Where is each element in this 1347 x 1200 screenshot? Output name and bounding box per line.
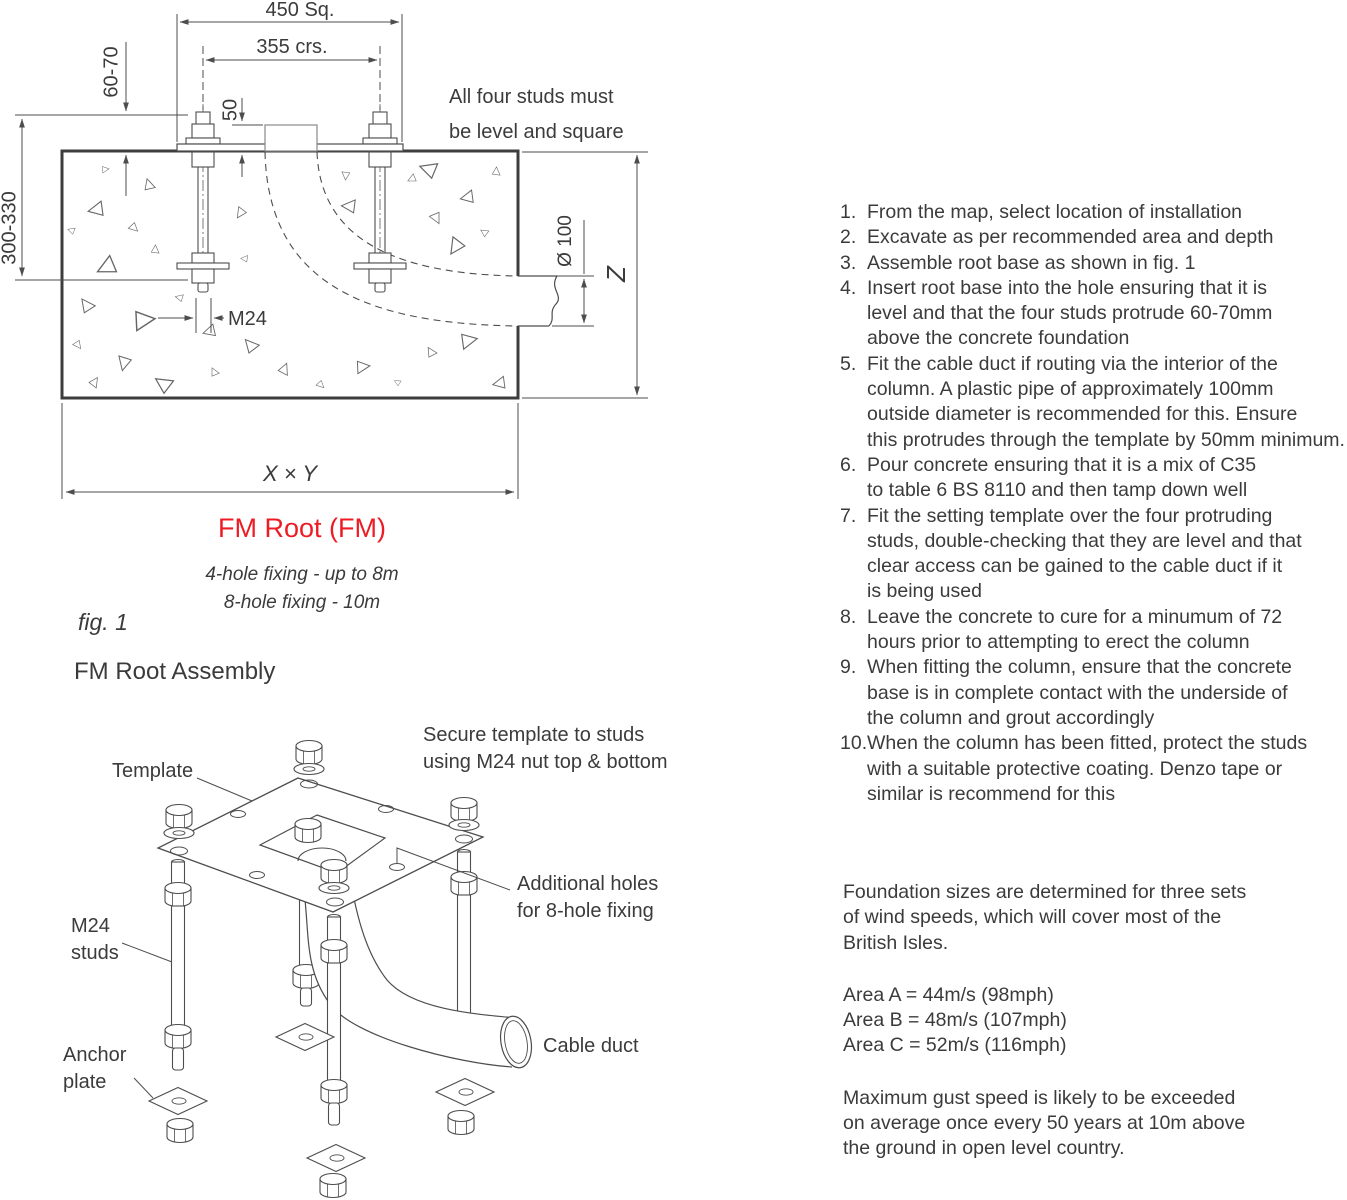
subtitle-line2: 8-hole fixing - 10m (223, 592, 381, 613)
instruction-text: Pour concrete ensuring that it is a mix … (867, 453, 1257, 502)
instruction-item: 1. From the map, select location of insta… (840, 200, 1347, 225)
gust-speed-paragraph: Maximum gust speed is likely to be excee… (843, 1086, 1246, 1160)
label-additional-holes: Additional holes for 8-hole fixing (517, 873, 659, 922)
dim-355-label: 355 crs. (256, 36, 327, 58)
duct-exit-section (518, 275, 560, 327)
figure1-drawing: 450 Sq. 355 crs. 60-70 50 300-330 M24 Ø … (0, 0, 648, 499)
stud-right (450, 848, 478, 1021)
stud-left (164, 858, 192, 1071)
instruction-text: Assemble root base as shown in fig. 1 (867, 251, 1196, 274)
duct-stub-section (264, 124, 318, 152)
instruction-text: When the column has been fitted, protect… (867, 732, 1308, 805)
dim-6070-label: 60-70 (100, 46, 122, 97)
instruction-item: 5. Fit the cable duct if routing via the … (840, 352, 1347, 453)
wind-info: Foundation sizes are determined for thre… (843, 880, 1323, 1162)
dim-xy-label: X × Y (262, 461, 318, 486)
instruction-number: 10. (840, 732, 868, 755)
dimension-lines (15, 14, 648, 499)
leader-lines (121, 777, 511, 1099)
label-secure-template: Secure template to studs using M24 nut t… (423, 724, 668, 773)
instruction-number: 9. (840, 656, 857, 679)
dim-300330-label: 300-330 (0, 191, 20, 264)
instruction-number: 1. (840, 201, 857, 223)
label-cable-duct: Cable duct (543, 1035, 639, 1057)
instruction-text: Excavate as per recommended area and dep… (867, 226, 1274, 249)
assembly-drawing (121, 739, 533, 1199)
dim-dia100-label: Ø 100 (555, 215, 576, 267)
instruction-item: 4. Insert root base into the hole ensurin… (840, 276, 1347, 352)
label-template: Template (112, 760, 194, 782)
instruction-text: Fit the cable duct if routing via the in… (867, 352, 1345, 451)
note-line1: All four studs must (449, 86, 614, 108)
assembly-title: FM Root Assembly (74, 658, 276, 685)
figure1-title: FM Root (FM) (218, 513, 386, 543)
instruction-list: 1. From the map, select location of insta… (840, 200, 1347, 807)
instruction-item: 7. Fit the setting template over the four… (840, 504, 1347, 605)
label-m24-studs: M24 studs (71, 915, 119, 964)
dim-50-label: 50 (219, 99, 241, 121)
level-square-note: All four studs must be level and square (449, 80, 624, 150)
instruction-item: 2. Excavate as per recommended area and d… (840, 225, 1347, 250)
instruction-number: 8. (840, 605, 857, 628)
instruction-item: 8. Leave the concrete to cure for a minum… (840, 605, 1347, 656)
instruction-item: 10.When the column has been fitted, prot… (840, 731, 1347, 807)
instruction-number: 4. (840, 276, 857, 299)
wind-areas: Area A = 44m/s (98mph) Area B = 48m/s (1… (843, 983, 1323, 1059)
dim-m24-label: M24 (228, 308, 267, 330)
area-b: Area B = 48m/s (107mph) (843, 1009, 1067, 1032)
instruction-item: 6. Pour concrete ensuring that it is a mi… (840, 453, 1347, 504)
duct-bend-through-hole (294, 817, 347, 862)
label-anchor-plate: Anchor plate (63, 1044, 127, 1093)
instruction-number: 2. (840, 226, 857, 249)
instruction-item: 3. Assemble root base as shown in fig. 1 (840, 251, 1347, 276)
instruction-text: When fitting the column, ensure that the… (867, 656, 1292, 729)
foundation-sizes-paragraph: Foundation sizes are determined for thre… (843, 881, 1247, 954)
instruction-number: 3. (840, 251, 857, 274)
area-c: Area C = 52m/s (116mph) (843, 1034, 1067, 1057)
instruction-number: 5. (840, 352, 857, 375)
template-plate (156, 777, 485, 913)
figure1-subtitle: 4-hole fixing - up to 8m 8-hole fixing -… (102, 561, 502, 617)
dim-z-label: Z (601, 265, 631, 283)
concrete-foundation-section (60, 149, 520, 400)
instruction-number: 6. (840, 453, 857, 476)
subtitle-line1: 4-hole fixing - up to 8m (205, 564, 399, 585)
instruction-number: 7. (840, 504, 857, 527)
note-line2: be level and square (449, 121, 624, 143)
duct-path-dashed (264, 151, 519, 327)
instruction-text: Fit the setting template over the four p… (867, 504, 1302, 603)
stud-front (320, 913, 348, 1126)
instruction-item: 9. When fitting the column, ensure that t… (840, 655, 1347, 731)
instruction-text: Leave the concrete to cure for a minumum… (867, 605, 1283, 654)
instruction-text: Insert root base into the hole ensuring … (867, 276, 1273, 350)
additional-fixing-holes (230, 805, 405, 879)
dim-450-label: 450 Sq. (266, 0, 335, 21)
area-a: Area A = 44m/s (98mph) (843, 983, 1054, 1006)
figure-label: fig. 1 (78, 609, 128, 635)
instruction-text: From the map, select location of install… (867, 201, 1243, 223)
